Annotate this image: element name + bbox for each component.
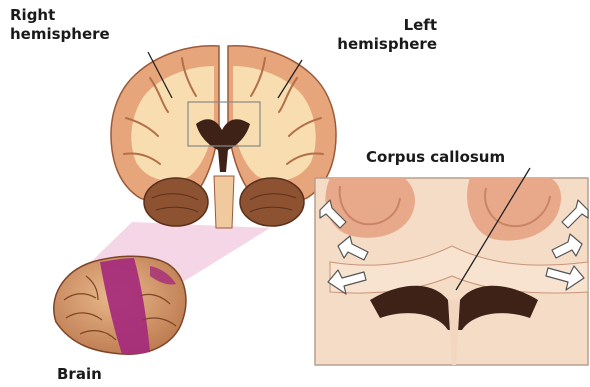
right-hemisphere-label-line1: Right bbox=[10, 6, 110, 25]
right-hemisphere-label: Right hemisphere bbox=[10, 6, 110, 44]
corpus-callosum-label: Corpus callosum bbox=[366, 148, 505, 167]
zoom-panel bbox=[315, 178, 588, 365]
brain-stem bbox=[214, 176, 234, 228]
brain-label: Brain bbox=[57, 365, 102, 384]
small-brain bbox=[54, 256, 186, 354]
left-hemisphere-label-line2: hemisphere bbox=[337, 35, 437, 54]
cerebellum-left bbox=[240, 178, 304, 226]
right-hemisphere-label-line2: hemisphere bbox=[10, 25, 110, 44]
cerebellum-right bbox=[144, 178, 208, 226]
left-hemisphere-label: Left hemisphere bbox=[337, 16, 437, 54]
left-hemisphere-label-line1: Left bbox=[337, 16, 437, 35]
coronal-section bbox=[111, 46, 336, 228]
